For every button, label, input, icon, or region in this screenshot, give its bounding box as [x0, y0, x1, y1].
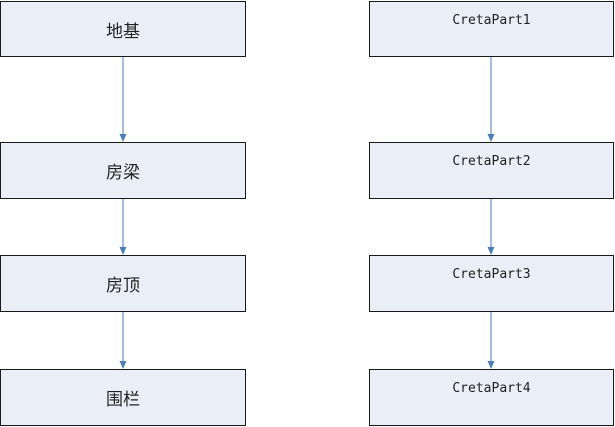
node-label: 房梁 [106, 163, 140, 183]
node-roof: 房顶 [0, 255, 246, 312]
node-label: CretaPart1 [452, 13, 531, 28]
arrow-left-2-to-3 [119, 312, 127, 369]
node-label: CretaPart4 [452, 381, 531, 396]
arrow-left-1-to-2 [119, 199, 127, 255]
node-creta-part-2: CretaPart2 [369, 142, 614, 199]
node-creta-part-3: CretaPart3 [369, 255, 614, 312]
node-beam: 房梁 [0, 142, 246, 199]
node-creta-part-4: CretaPart4 [369, 369, 614, 426]
arrow-right-2-to-3 [487, 312, 495, 369]
arrow-right-1-to-2 [487, 199, 495, 255]
node-label: 地基 [106, 21, 140, 42]
node-label: 围栏 [106, 390, 140, 410]
node-foundation: 地基 [0, 1, 246, 57]
node-label: CretaPart3 [452, 267, 531, 282]
node-label: CretaPart2 [452, 154, 531, 169]
node-fence: 围栏 [0, 369, 246, 426]
arrow-right-0-to-1 [487, 57, 495, 142]
node-creta-part-1: CretaPart1 [369, 1, 614, 57]
node-label: 房顶 [106, 276, 140, 296]
arrow-left-0-to-1 [119, 57, 127, 142]
